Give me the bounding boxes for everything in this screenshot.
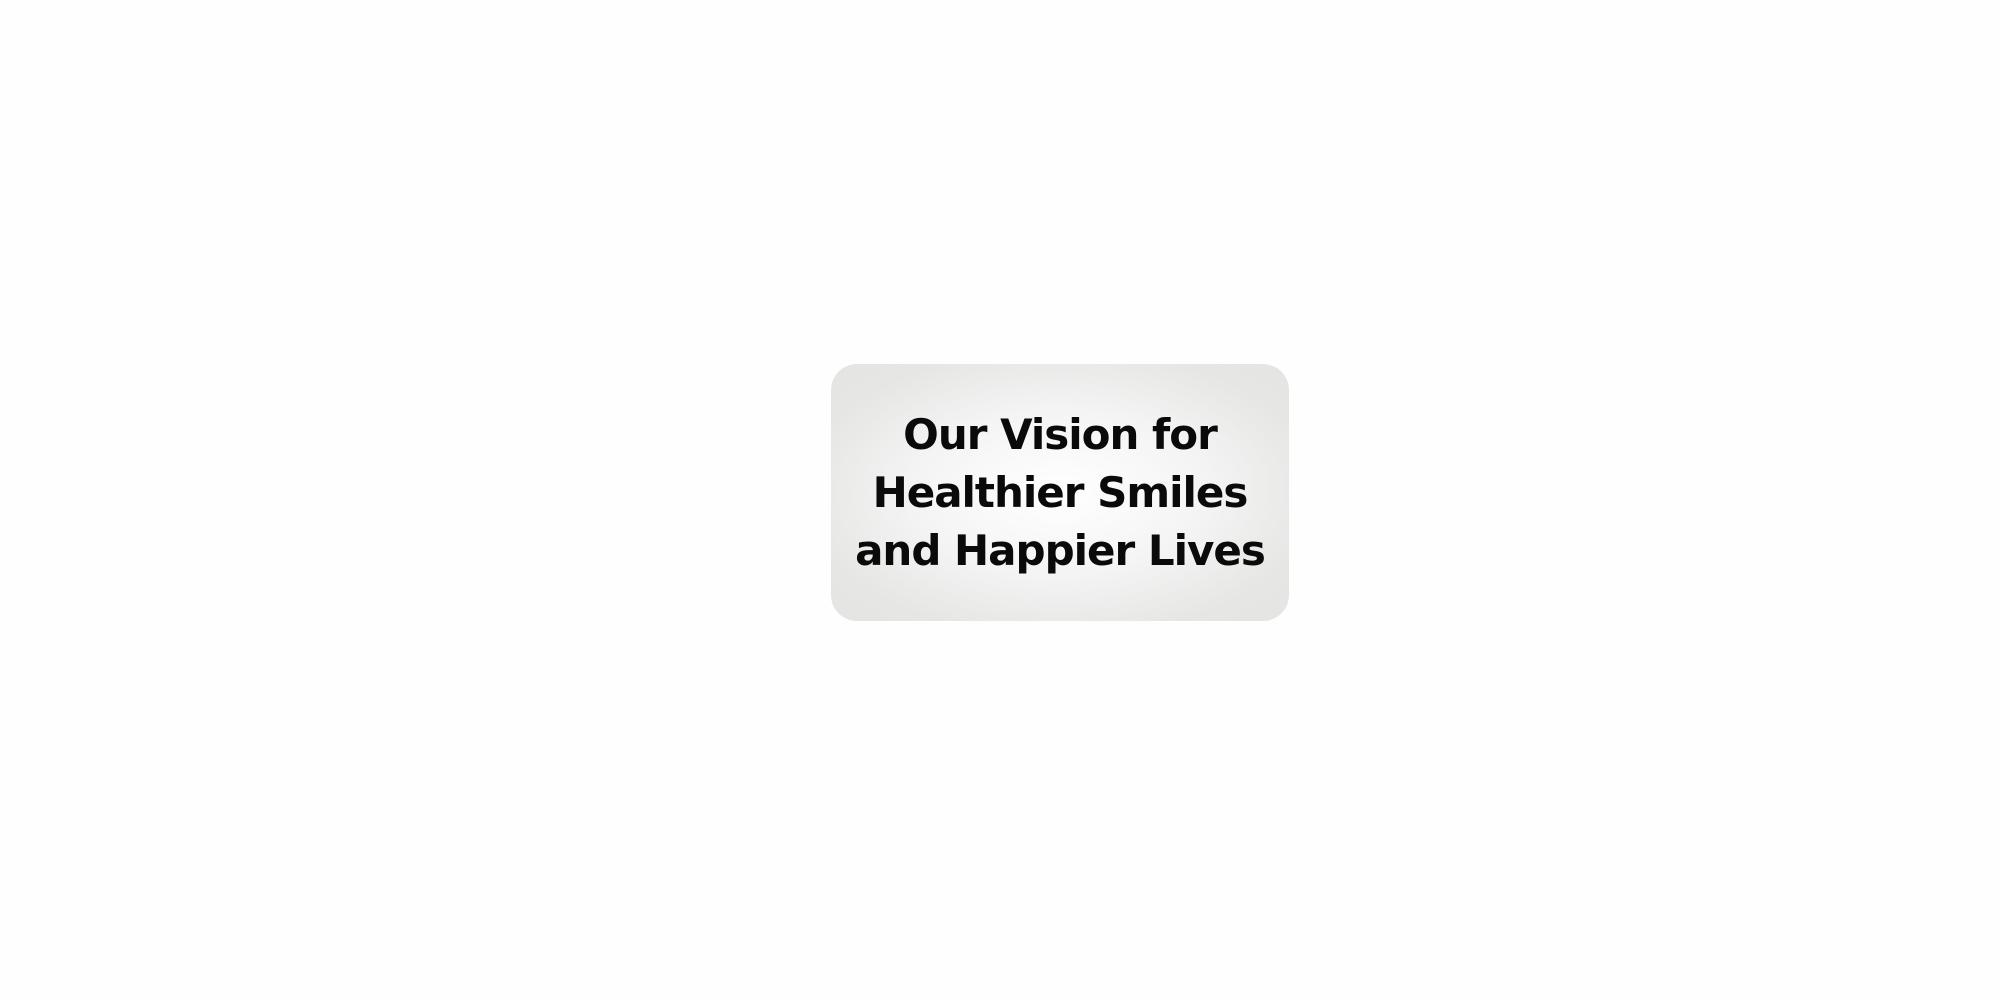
headline-line-1: Our Vision for [903,409,1218,459]
vision-headline: Our Vision for Healthier Smiles and Happ… [855,406,1266,580]
headline-line-3: and Happier Lives [855,525,1266,575]
headline-line-2: Healthier Smiles [872,467,1249,517]
vision-card: Our Vision for Healthier Smiles and Happ… [831,364,1289,621]
